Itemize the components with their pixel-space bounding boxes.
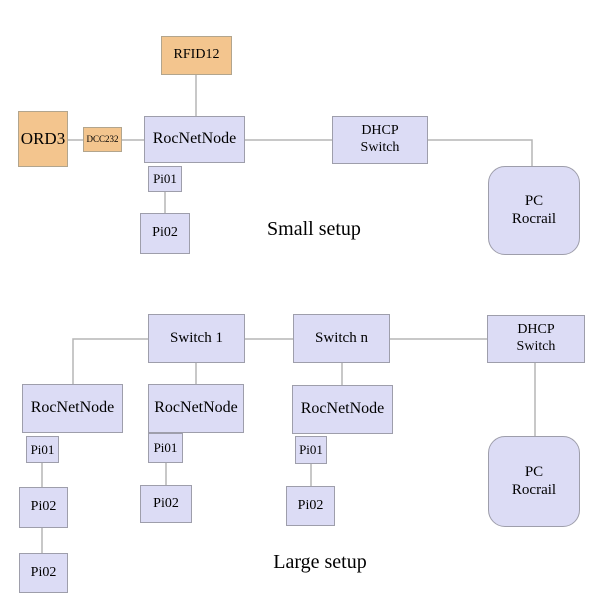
box-pc-rocrail-large: PC Rocrail bbox=[488, 436, 580, 527]
box-label-pi01-left: Pi01 bbox=[30, 441, 55, 457]
box-label-dcc232: DCC232 bbox=[86, 134, 119, 145]
box-label-pi02-left-1: Pi02 bbox=[30, 499, 57, 515]
box-label-pi01-right: Pi01 bbox=[299, 442, 323, 458]
box-pi01-mid: Pi01 bbox=[148, 433, 183, 463]
box-dhcp-switch-small: DHCP Switch bbox=[332, 116, 428, 164]
box-pi02-mid: Pi02 bbox=[140, 485, 192, 523]
box-label-ord3: ORD3 bbox=[20, 128, 66, 148]
box-pi01-left: Pi01 bbox=[26, 436, 59, 463]
box-label-pi01-small: Pi01 bbox=[153, 171, 177, 187]
box-dcc232: DCC232 bbox=[83, 127, 122, 152]
box-label-pi02-right: Pi02 bbox=[297, 497, 324, 513]
box-label-pi02-left-2: Pi02 bbox=[30, 564, 57, 580]
box-label-dhcp-switch-large: DHCP Switch bbox=[516, 322, 556, 354]
box-label-pi02-mid: Pi02 bbox=[153, 495, 179, 511]
box-rocnetnode-left: RocNetNode bbox=[22, 384, 123, 433]
box-label-rfid12: RFID12 bbox=[173, 47, 220, 63]
box-rfid12: RFID12 bbox=[161, 36, 232, 75]
box-label-rocnetnode-left: RocNetNode bbox=[30, 399, 115, 417]
box-rocnetnode-small: RocNetNode bbox=[144, 116, 245, 163]
caption-small-setup: Small setup bbox=[267, 218, 361, 240]
box-label-rocnetnode-mid: RocNetNode bbox=[154, 399, 238, 417]
box-dhcp-switch-large: DHCP Switch bbox=[487, 315, 585, 363]
box-pi01-small: Pi01 bbox=[148, 166, 182, 192]
box-label-switch-n: Switch n bbox=[315, 329, 368, 346]
box-pi02-left-2: Pi02 bbox=[19, 553, 68, 593]
box-switch-1: Switch 1 bbox=[148, 314, 245, 363]
box-label-dhcp-switch-small: DHCP Switch bbox=[360, 123, 400, 155]
box-pi02-left-1: Pi02 bbox=[19, 487, 68, 528]
box-label-pi01-mid: Pi01 bbox=[153, 440, 178, 456]
box-pi02-right: Pi02 bbox=[286, 486, 335, 526]
box-rocnetnode-right: RocNetNode bbox=[292, 385, 393, 434]
box-pi01-right: Pi01 bbox=[295, 436, 327, 464]
box-label-rocnetnode-right: RocNetNode bbox=[300, 400, 385, 418]
box-label-pc-rocrail-small: PC Rocrail bbox=[511, 192, 557, 227]
box-label-switch-1: Switch 1 bbox=[170, 329, 223, 346]
connector-switch1-to-rocnetnode-left bbox=[72, 338, 148, 384]
box-switch-n: Switch n bbox=[293, 314, 390, 363]
box-label-rocnetnode-small: RocNetNode bbox=[152, 130, 237, 148]
box-pc-rocrail-small: PC Rocrail bbox=[488, 166, 580, 255]
caption-large-setup: Large setup bbox=[273, 551, 367, 573]
box-rocnetnode-mid: RocNetNode bbox=[148, 384, 244, 433]
box-label-pi02-small: Pi02 bbox=[152, 225, 178, 241]
box-pi02-small: Pi02 bbox=[140, 213, 190, 254]
box-label-pc-rocrail-large: PC Rocrail bbox=[511, 463, 557, 498]
connector-dhcp-to-pc-small bbox=[428, 139, 533, 166]
box-ord3: ORD3 bbox=[18, 111, 68, 167]
